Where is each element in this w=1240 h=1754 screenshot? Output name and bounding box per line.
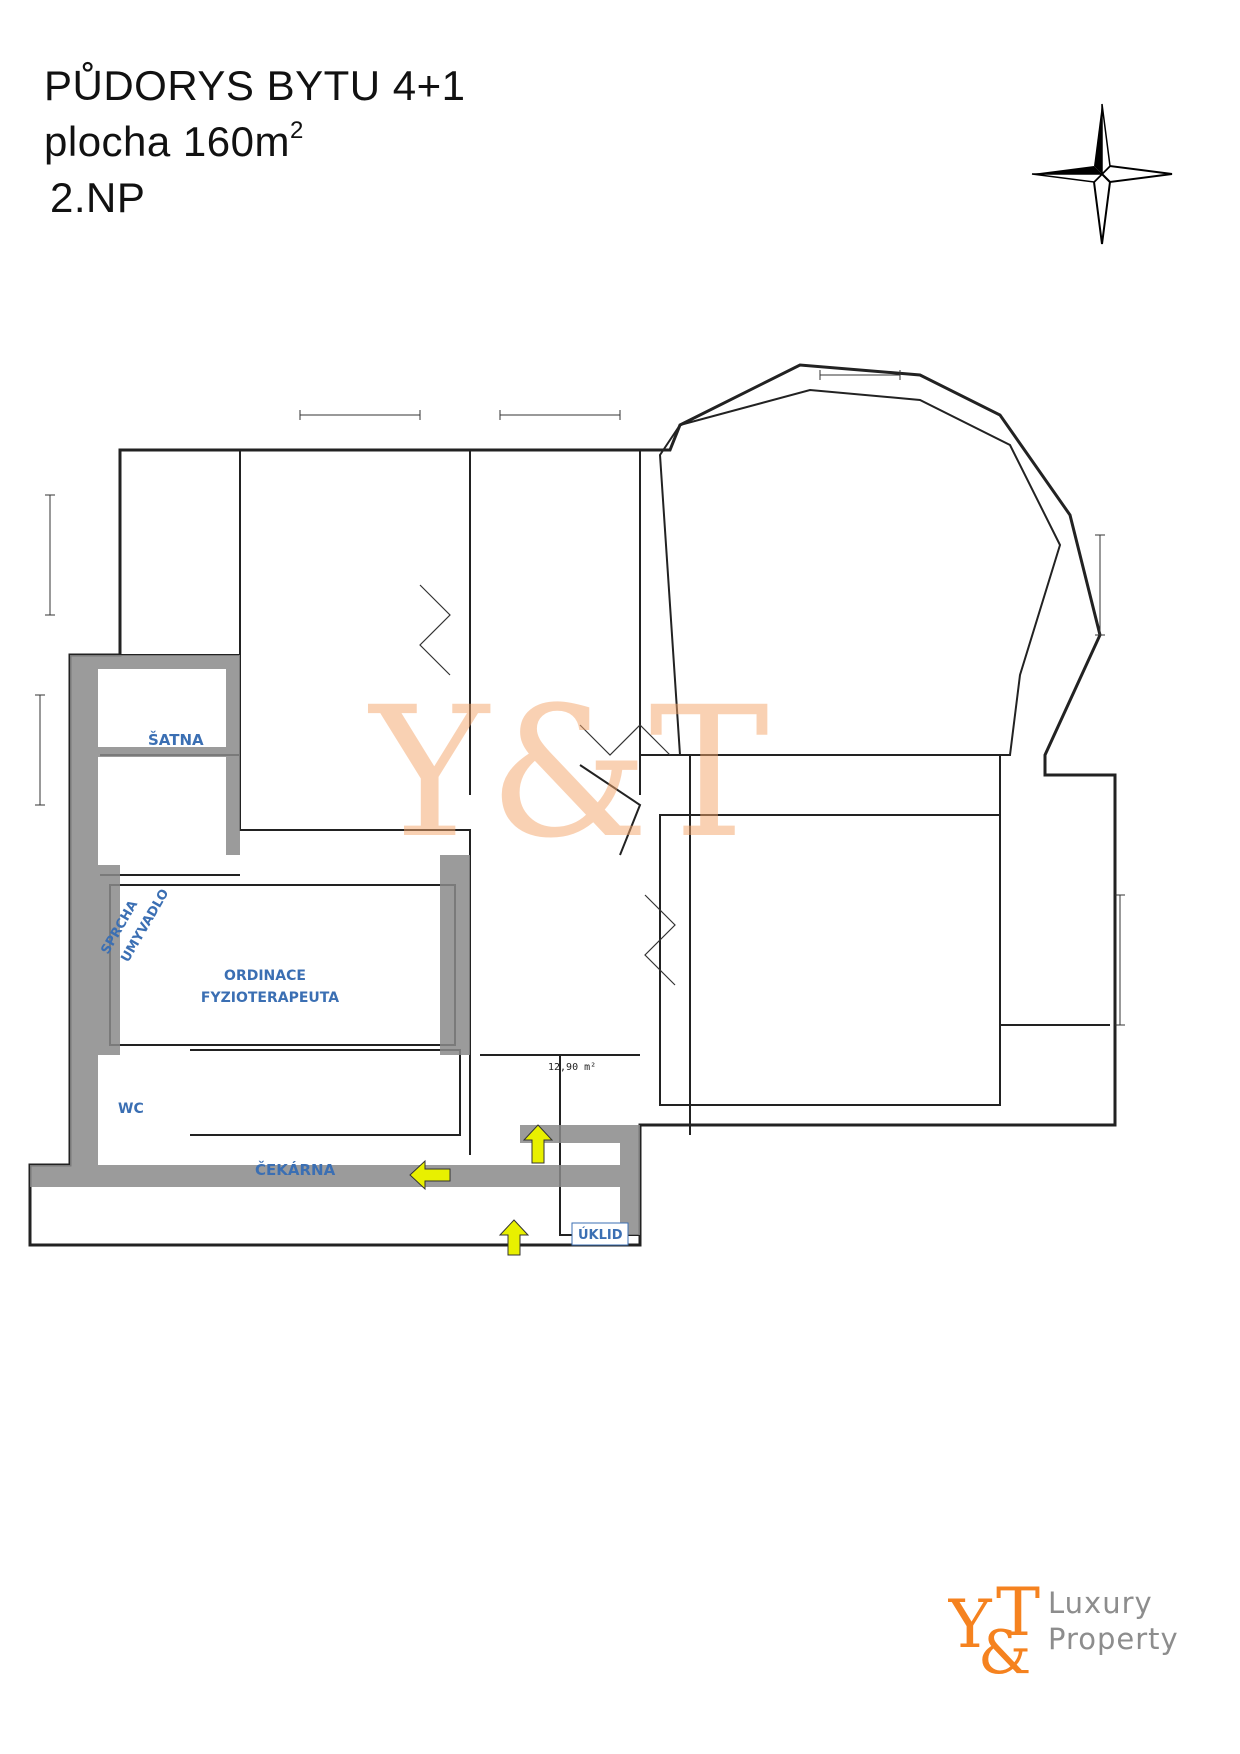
arrow-left-icon: [409, 1159, 451, 1191]
room-label-ordinace: ORDINACE: [224, 968, 306, 984]
brand-logo: Y & T Luxury Property: [947, 1565, 1188, 1688]
plan-area-sup: 2: [290, 117, 304, 144]
plan-area: plocha 160m2: [44, 114, 466, 170]
brand-mark-icon: Y & T: [947, 1574, 1040, 1688]
compass-rose-icon: [1031, 103, 1173, 245]
plan-floor: 2.NP: [50, 174, 146, 221]
brand-logo-line1: Luxury: [1048, 1586, 1153, 1620]
room-label-fyzioterapeuta: FYZIOTERAPEUTA: [201, 990, 339, 1006]
svg-text:T: T: [996, 1574, 1040, 1651]
plan-title: PŮDORYS BYTU 4+1: [44, 62, 466, 109]
svg-text:Y: Y: [948, 1586, 993, 1663]
brand-logo-line2: Property: [1048, 1622, 1179, 1656]
room-label-satna: ŠATNA: [148, 730, 204, 749]
watermark: Y&T: [367, 669, 769, 878]
room-label-wc: WC: [118, 1101, 144, 1117]
area-note: 12,90 m²: [548, 1062, 596, 1073]
plan-area-text: plocha 160m: [44, 118, 290, 165]
floor-plan: ŠATNA SPRCHA UMYVADLO ORDINACE FYZIOTERA…: [28, 363, 1125, 1256]
svg-text:&: &: [978, 1618, 1031, 1685]
watermark-mark: Y&T: [367, 669, 769, 878]
room-label-cekarna: ČEKÁRNA: [255, 1160, 336, 1179]
brand-logo-text: Luxury Property: [1048, 1585, 1179, 1657]
arrow-up-icon: [498, 1219, 530, 1256]
arrow-up-icon: [522, 1124, 554, 1164]
room-label-uklid: ÚKLID: [578, 1227, 623, 1243]
plan-header: PŮDORYS BYTU 4+1 plocha 160m2 2.NP: [44, 58, 466, 226]
